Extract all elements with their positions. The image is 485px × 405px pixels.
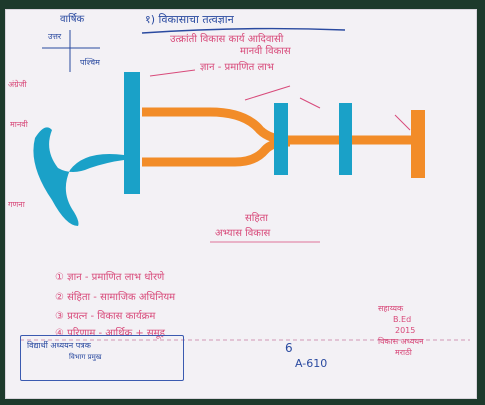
office-stamp: विद्यार्थी अध्ययन पत्रक विभाग प्रमुख [20,335,184,381]
hook [33,127,124,226]
signature-line-1: सहाय्यक [378,304,404,313]
top-left-label: वार्षिक [60,14,85,25]
left-note-1: अंग्रेजी [8,80,27,89]
page-title: १) विकासाचा तत्वज्ञान [145,13,234,26]
point-2: ② संहिता - सामाजिक अधिनियम [55,292,176,303]
signature-line-2: B.Ed [393,315,412,324]
stamp-line-1: विद्यार्थी अध्ययन पत्रक [27,341,91,350]
subtitle-line-1: उत्क्रांती विकास कार्य आदिवासी [170,34,284,45]
inner-bar [339,103,352,175]
signature-line-3: 2015 [395,326,416,335]
point-4: ④ परिणाम - आर्थिक + समूह [55,328,165,339]
center-label: सहिता [245,213,268,224]
compass-label-a: उत्तर [48,32,62,41]
roll-number: A-610 [295,357,328,370]
paper-sheet [6,10,476,398]
signature-line-5: मराठी [395,348,412,357]
top-right-note: ज्ञान - प्रमाणित लाभ [200,62,274,73]
point-3: ③ प्रयत्न - विकास कार्यक्रम [55,311,156,322]
center-sublabel: अभ्यास विकास [215,228,271,239]
left-note-2: मानवी [10,120,28,129]
right-bar [411,110,425,178]
point-1: ① ज्ञान - प्रमाणित लाभ धोरणे [55,272,165,283]
main-shank [124,72,140,194]
stamp-line-2: विभाग प्रमुख [69,353,102,361]
signature-line-4: विकास अध्ययन [378,337,424,346]
compass-label-b: पश्चिम [80,58,100,67]
middle-bar [274,103,288,175]
page-mark: 6 [285,341,293,355]
lower-channel [142,137,291,167]
subtitle-line-2: मानवी विकास [240,46,291,57]
left-note-3: गणना [8,200,25,209]
